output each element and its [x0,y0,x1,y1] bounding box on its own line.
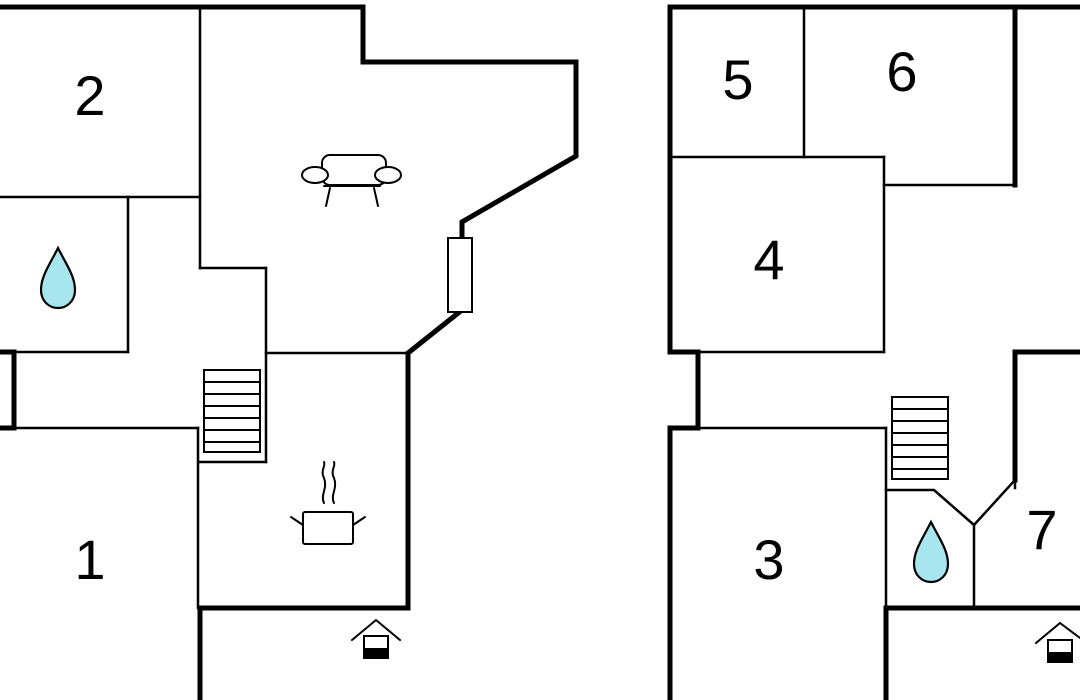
right-interior-walls [668,5,1017,610]
staircase-icon [203,369,261,453]
left-floor: 2 1 [0,4,579,700]
water-drop-icon [912,519,950,584]
left-west-bump [0,349,17,431]
staircase-icon [891,396,949,480]
water-drop-icon [39,245,77,310]
entrance-icon [1035,621,1080,663]
entrance-icon [351,618,401,659]
right-east-wall-lower [1012,349,1080,483]
cooking-pot-icon [290,461,366,545]
room-2-label: 2 [74,64,105,127]
right-floor: 5 6 4 3 7 [667,4,1080,700]
room-4-label: 4 [753,228,784,291]
sofa-icon [301,154,402,207]
left-outer-wall [0,4,579,700]
fireplace-icon [447,237,473,313]
left-interior-walls [0,5,410,610]
room-6-label: 6 [886,40,917,103]
room-7-label: 7 [1026,498,1057,561]
room-3-label: 3 [753,528,784,591]
room-1-label: 1 [74,528,105,591]
room-5-label: 5 [722,48,753,111]
